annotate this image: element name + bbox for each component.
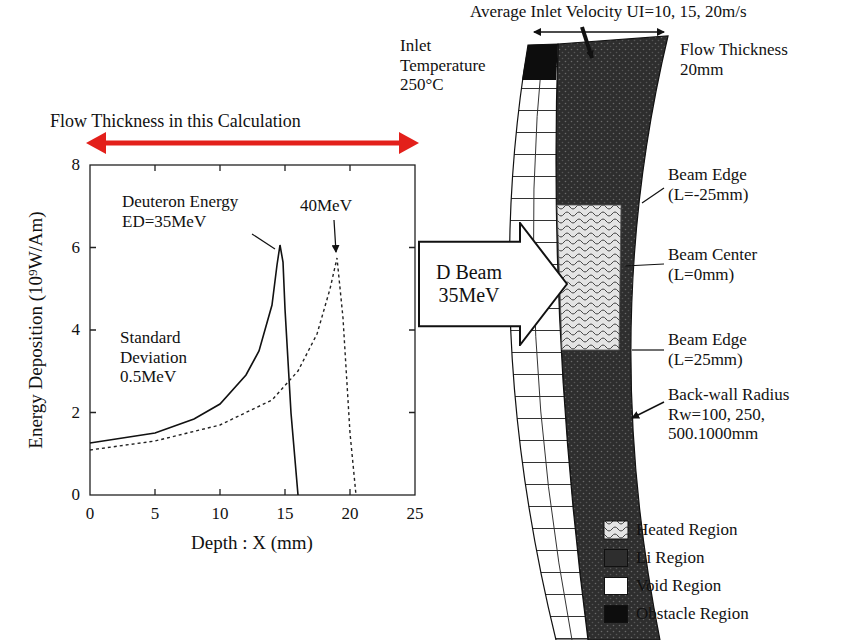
legend-text: Obstacle Region — [636, 604, 749, 624]
tick-label: 6 — [72, 238, 81, 258]
heated-region — [557, 205, 621, 350]
curve-35mev — [90, 245, 298, 495]
annotation: Beam Edge (L=25mm) — [668, 330, 793, 369]
tick-label: 5 — [151, 504, 160, 524]
pointer-arrow — [632, 402, 664, 418]
tick-label: 8 — [72, 155, 81, 175]
annotation: Inlet Temperature 250°C — [400, 36, 512, 95]
tick-label: 25 — [407, 504, 424, 524]
tick-label: 20 — [342, 504, 359, 524]
legend-text: Li Region — [636, 548, 704, 568]
legend-swatch — [604, 521, 628, 539]
leader-line — [252, 234, 275, 249]
annotation: Back-wall Radius Rw=100, 250, 500.1000mm — [668, 385, 803, 444]
legend-swatch — [604, 577, 628, 595]
tick-label: 4 — [72, 320, 81, 340]
annotation: Flow Thickness 20mm — [680, 40, 792, 79]
annotation: Standard Deviation 0.5MeV — [120, 328, 220, 387]
tick-label: 10 — [212, 504, 229, 524]
tick-label: 0 — [86, 504, 95, 524]
annotation: Beam Edge (L=-25mm) — [668, 165, 793, 204]
legend-swatch — [604, 605, 628, 623]
leader-line — [632, 349, 664, 350]
tick-label: 15 — [277, 504, 294, 524]
legend-text: Void Region — [636, 576, 721, 596]
annotation: Average Inlet Velocity UI=10, 15, 20m/s — [470, 2, 747, 22]
curve-40mev — [90, 258, 356, 495]
span-arrow — [86, 132, 419, 154]
beam-arrow: D Beam 35MeV — [418, 222, 568, 346]
chart-frame — [90, 165, 415, 495]
legend-swatch — [604, 549, 628, 567]
leader-line — [625, 264, 664, 266]
thickness-arrow — [534, 31, 664, 32]
axis-title: Depth : X (mm) — [191, 532, 313, 554]
obstacle-region — [522, 44, 558, 80]
annotation: Flow Thickness in this Calculation — [50, 111, 301, 132]
curve-label: Deuteron Energy ED=35MeV — [122, 192, 257, 231]
axis-title: Energy Deposition (10⁹W/Am) — [25, 211, 47, 448]
leader-line — [642, 188, 664, 203]
tick-label: 0 — [72, 485, 81, 505]
pointer-arrow — [334, 220, 336, 252]
legend-text: Heated Region — [636, 520, 738, 540]
annotation: Beam Center (L=0mm) — [668, 245, 793, 284]
curve-label: 40MeV — [300, 196, 352, 216]
tick-label: 2 — [72, 403, 81, 423]
node-text: D Beam 35MeV — [422, 261, 516, 307]
